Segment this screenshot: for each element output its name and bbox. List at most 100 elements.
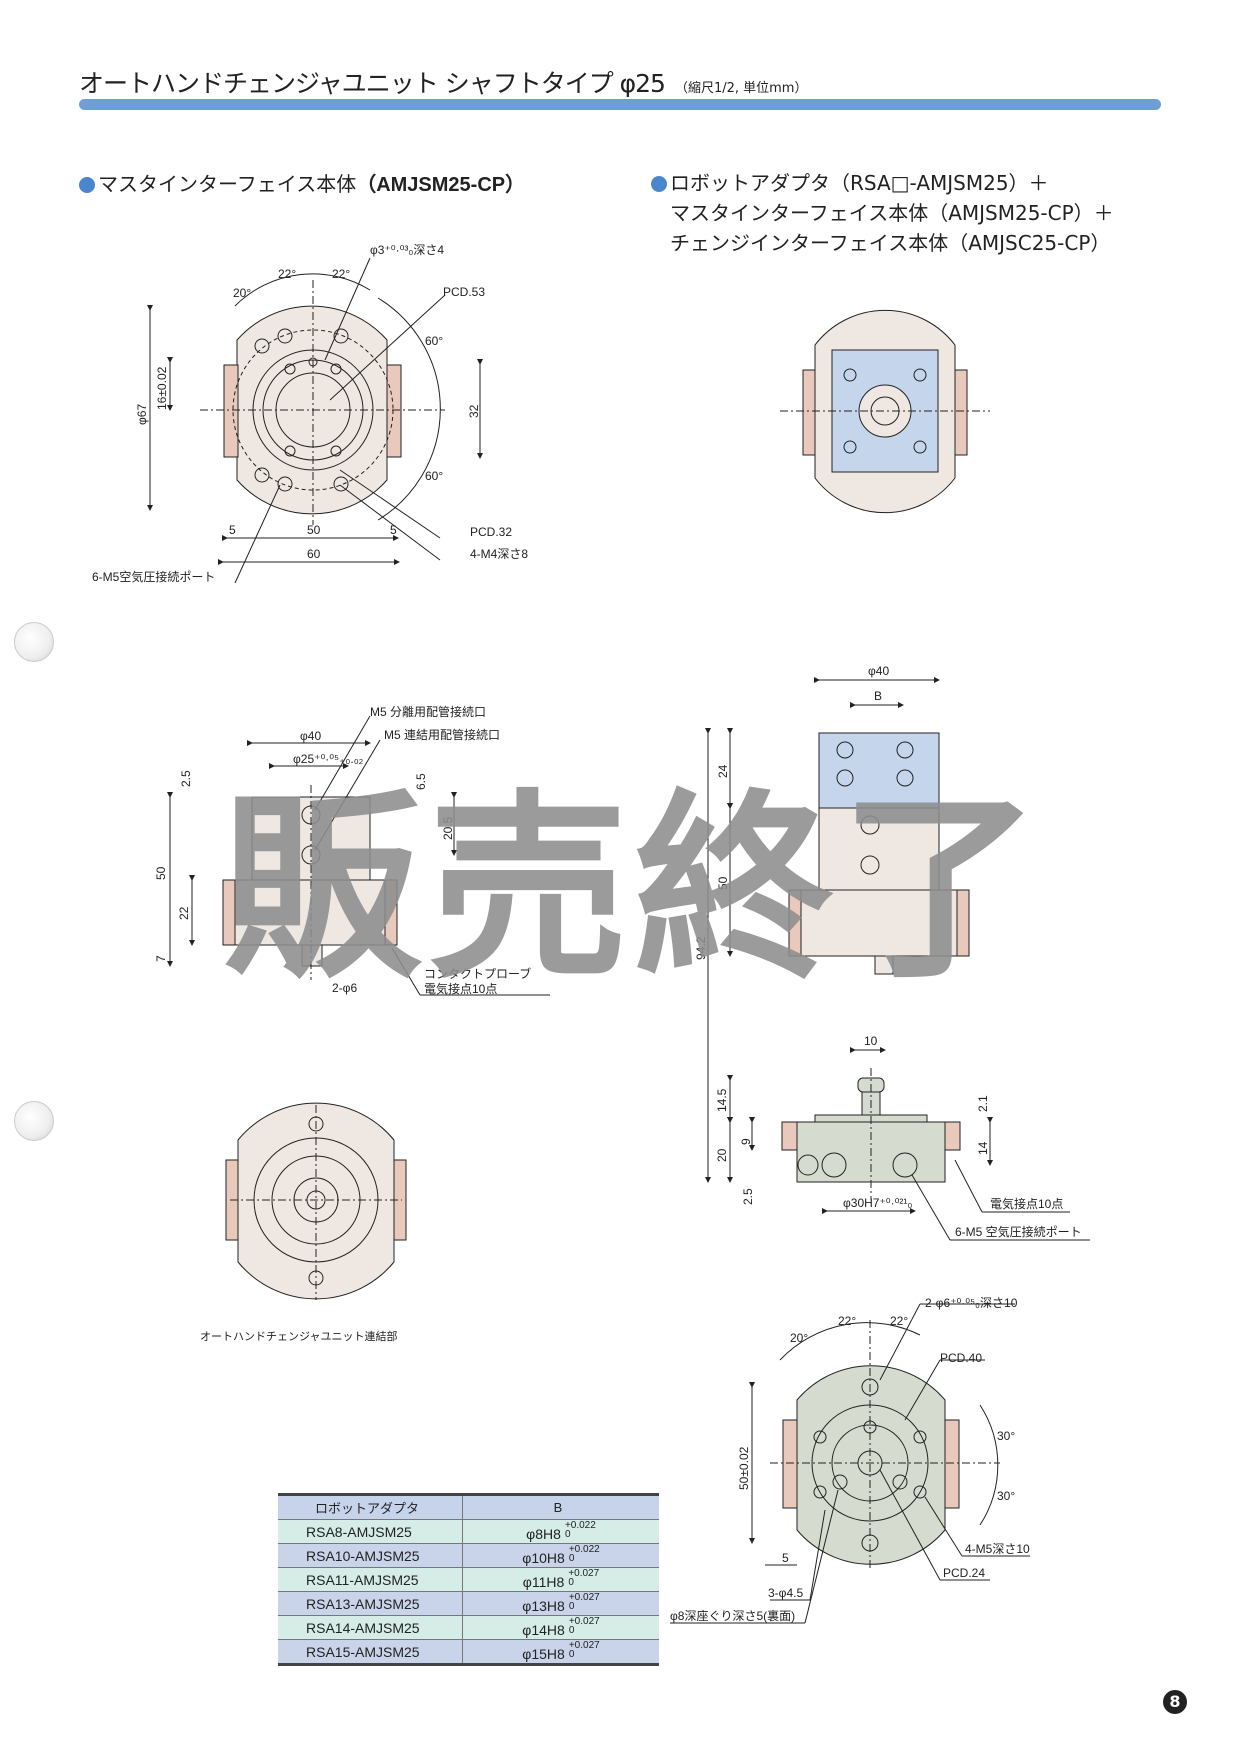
- dim-label: 22°: [332, 267, 350, 281]
- b-value: φ15H8: [522, 1646, 565, 1662]
- b-value: φ14H8: [522, 1622, 565, 1638]
- dim-label: 6-M5 空気圧接続ポート: [955, 1224, 1082, 1239]
- bullet-icon: [79, 177, 95, 193]
- dim-label: PCD.53: [443, 285, 485, 299]
- drawing-change-front: [670, 1303, 1030, 1624]
- model-cell: RSA10-AMJSM25: [278, 1543, 463, 1568]
- dim-label: 5: [229, 523, 236, 537]
- model-cell: RSA15-AMJSM25: [278, 1639, 463, 1665]
- b-value: φ11H8: [522, 1574, 565, 1590]
- tol-lower: 0: [568, 1553, 575, 1564]
- dim-label: 50±0.02: [737, 1446, 751, 1490]
- dim-label: 2-φ6: [332, 981, 357, 995]
- dim-label: φ3⁺⁰·⁰³₀深さ4: [370, 243, 444, 257]
- dim-label: φ67: [135, 404, 149, 425]
- dim-label: 6-M5空気圧接続ポート: [92, 569, 215, 584]
- section-heading-master: マスタインターフェイス本体（AMJSM25-CP）: [79, 168, 525, 197]
- title-accent-bar: [79, 99, 1161, 110]
- heading-line-1: ロボットアダプタ（RSA□-AMJSM25）＋: [651, 168, 1114, 198]
- heading-line-2: マスタインターフェイス本体（AMJSM25-CP）＋: [670, 201, 1114, 225]
- labels-assembly-side: φ40 B 24 50 94.2: [694, 664, 889, 960]
- dim-label: PCD.24: [943, 1566, 985, 1580]
- discontinued-watermark: 販売終了: [222, 773, 1047, 1006]
- dim-label: 14.5: [715, 1088, 729, 1112]
- binder-hole: [14, 1101, 54, 1141]
- b-value: φ13H8: [522, 1598, 565, 1614]
- section-heading-assembly: ロボットアダプタ（RSA□-AMJSM25）＋ マスタインターフェイス本体（AM…: [651, 168, 1114, 258]
- heading-code: （AMJSM25-CP）: [356, 174, 526, 196]
- table-header: ロボットアダプタ B: [278, 1494, 659, 1520]
- dim-label: 22: [177, 906, 191, 920]
- dim-label: 50: [154, 866, 168, 880]
- dim-label: 30°: [997, 1429, 1015, 1443]
- labels-master-front: φ3⁺⁰·⁰³₀深さ4 22° 22° 20° PCD.53 60° 60° 1…: [92, 243, 528, 584]
- dim-label: 7: [154, 955, 168, 962]
- dim-label: 50: [716, 876, 730, 890]
- dim-label: φ40: [868, 664, 889, 678]
- dim-label: 5: [782, 1551, 789, 1565]
- model-cell: RSA11-AMJSM25: [278, 1567, 463, 1592]
- dim-label: 4-M4深さ8: [470, 547, 528, 561]
- tol-upper: +0.027: [568, 1640, 600, 1651]
- dim-label: φ8深座ぐり深さ5(裏面): [670, 1608, 795, 1623]
- page-number: 8: [1163, 1690, 1187, 1714]
- dim-label: 9: [739, 1138, 753, 1145]
- tol-lower: 0: [564, 1529, 571, 1540]
- dim-label: 60: [307, 547, 321, 561]
- dim-label: 20.5: [441, 816, 455, 840]
- dim-label: 電気接点10点: [424, 981, 497, 996]
- dim-label: 22°: [838, 1314, 856, 1328]
- tol-lower: 0: [568, 1649, 575, 1660]
- dim-label: 32: [467, 404, 481, 418]
- dim-label: 20: [715, 1148, 729, 1162]
- drawing-master-side: [167, 715, 550, 996]
- page-title: オートハンドチェンジャユニット シャフトタイプ φ25（縮尺1/2, 単位mm）: [79, 64, 807, 100]
- dim-label: B: [874, 689, 882, 703]
- dim-label: PCD.32: [470, 525, 512, 539]
- dim-label: 16±0.02: [155, 366, 169, 410]
- drawing-master-bottom: [225, 1102, 407, 1300]
- dim-label: 22°: [890, 1314, 908, 1328]
- tol-lower: 0: [568, 1601, 575, 1612]
- labels-change-side: 10 14.5 2.1 9 20 14 2.5 φ30H7⁺⁰·⁰²¹₀ 電気接…: [715, 1034, 1082, 1239]
- b-value: φ8H8: [526, 1526, 561, 1542]
- dim-label: PCD.40: [940, 1351, 982, 1365]
- dim-label: 2-φ6⁺⁰·⁰⁵₀深さ10: [925, 1296, 1018, 1310]
- dim-label: 20°: [790, 1331, 808, 1345]
- dim-label: 20°: [233, 286, 251, 300]
- dim-label: 60°: [425, 469, 443, 483]
- dim-label: コンタクトプローブ: [424, 966, 531, 981]
- dim-label: 50: [307, 523, 321, 537]
- drawing-caption: オートハンドチェンジャユニット連結部: [200, 1329, 397, 1343]
- heading-text: ロボットアダプタ（RSA□-AMJSM25）＋: [670, 171, 1049, 195]
- model-cell: RSA14-AMJSM25: [278, 1615, 463, 1640]
- column-header: ロボットアダプタ: [278, 1494, 463, 1520]
- binder-hole: [14, 622, 54, 662]
- title-text: オートハンドチェンジャユニット シャフトタイプ φ25: [79, 69, 666, 98]
- dim-label: φ30H7⁺⁰·⁰²¹₀: [843, 1196, 912, 1210]
- dim-label: 24: [716, 764, 730, 778]
- tol-upper: +0.027: [568, 1616, 600, 1627]
- drawing-master-front: [147, 257, 483, 584]
- tol-upper: +0.027: [568, 1592, 600, 1603]
- dim-label: 60°: [425, 334, 443, 348]
- dim-label: 4-M5深さ10: [965, 1542, 1030, 1556]
- dim-label: 電気接点10点: [990, 1196, 1063, 1211]
- heading-text: マスタインターフェイス本体: [98, 172, 357, 196]
- labels-master-side: M5 分離用配管接続口 M5 連結用配管接続口 φ40 φ25⁺⁰·⁰⁵₊₀.₀…: [154, 704, 531, 996]
- dim-label: 94.2: [694, 936, 708, 960]
- bullet-icon: [651, 176, 667, 192]
- drawing-assembly-side: [705, 677, 970, 1183]
- heading-line-3: チェンジインターフェイス本体（AMJSC25-CP）: [670, 231, 1111, 255]
- tol-upper: +0.027: [568, 1568, 600, 1579]
